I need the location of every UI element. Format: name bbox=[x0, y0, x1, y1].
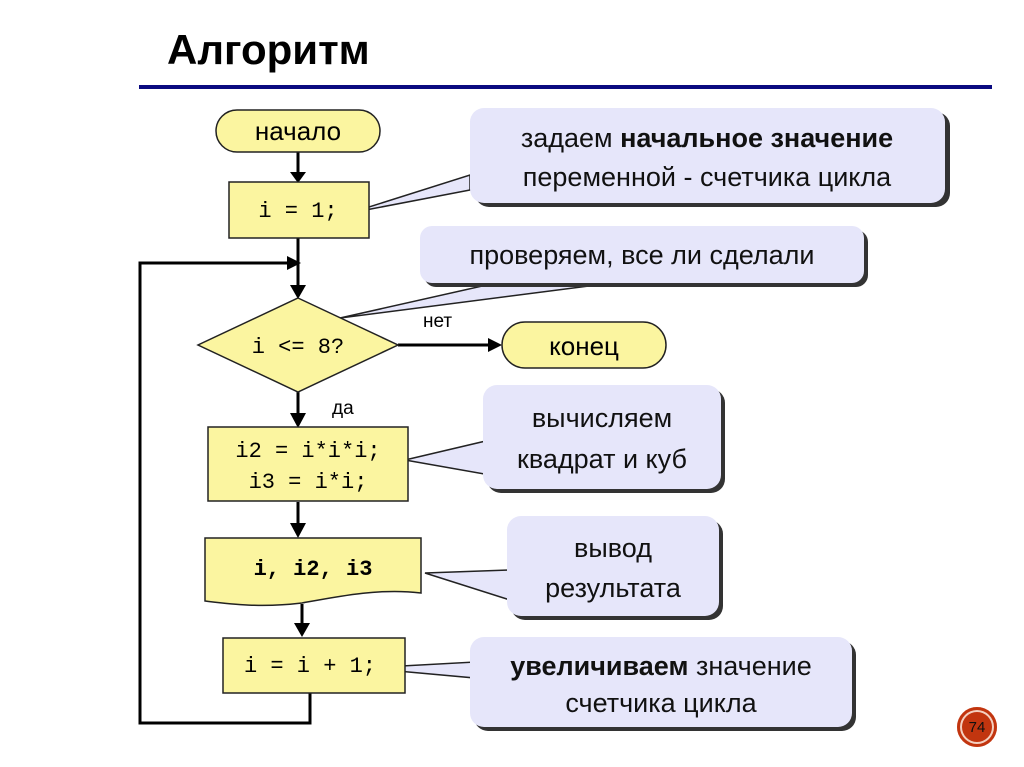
arrowhead-icon bbox=[290, 413, 306, 428]
slide-title: Алгоритм bbox=[167, 26, 370, 73]
svg-text:i, i2, i3: i, i2, i3 bbox=[254, 557, 373, 582]
callout-increment-line1: увеличиваем значение bbox=[510, 651, 812, 681]
callout-output-line2: результата bbox=[545, 573, 682, 603]
node-condition: i <= 8? bbox=[196, 297, 400, 393]
callout-init-line1: задаем начальное значение bbox=[521, 123, 893, 153]
callout-pointer bbox=[339, 281, 621, 319]
callout-init: задаем начальное значение переменной - с… bbox=[349, 108, 950, 214]
node-start: начало bbox=[215, 109, 381, 153]
arrowhead-icon bbox=[290, 172, 306, 183]
svg-text:i <= 8?: i <= 8? bbox=[252, 335, 344, 360]
node-end: конец bbox=[501, 321, 667, 369]
edge-loop-back bbox=[138, 261, 312, 725]
callout-box bbox=[470, 108, 945, 203]
title-divider bbox=[139, 85, 992, 89]
node-compute: i2 = i*i*i; i3 = i*i; bbox=[207, 426, 409, 502]
callout-box bbox=[483, 385, 721, 489]
callout-box bbox=[507, 516, 719, 616]
arrowhead-icon bbox=[294, 623, 310, 637]
node-increment: i = i + 1; bbox=[222, 637, 406, 694]
branch-no-label: нет bbox=[423, 311, 452, 332]
callout-check-text: проверяем, все ли сделали bbox=[469, 240, 814, 270]
callout-compute-line1: вычисляем bbox=[532, 403, 672, 433]
node-init: i = 1; bbox=[228, 181, 370, 239]
callout-output-line1: вывод bbox=[574, 533, 652, 563]
callout-box bbox=[420, 226, 864, 283]
callout-box bbox=[470, 637, 852, 727]
svg-text:i = 1;: i = 1; bbox=[258, 199, 337, 224]
arrowhead-icon bbox=[290, 523, 306, 538]
svg-text:конец: конец bbox=[549, 331, 619, 361]
callout-compute: вычисляем квадрат и куб bbox=[404, 385, 725, 493]
node-output: i, i2, i3 bbox=[204, 537, 422, 607]
callout-increment-line2: счетчика цикла bbox=[565, 688, 757, 718]
arrowhead-icon bbox=[488, 338, 502, 352]
svg-text:i = i + 1;: i = i + 1; bbox=[244, 654, 376, 679]
branch-yes-label: да bbox=[332, 398, 354, 419]
callout-output: вывод результата bbox=[424, 516, 723, 620]
callout-pointer bbox=[424, 569, 511, 602]
svg-text:начало: начало bbox=[255, 116, 341, 146]
svg-text:i3 = i*i;: i3 = i*i; bbox=[249, 470, 368, 495]
callout-increment: увеличиваем значение счетчика цикла bbox=[364, 637, 856, 731]
callout-pointer bbox=[404, 439, 491, 476]
connectors bbox=[138, 150, 502, 725]
arrowhead-icon bbox=[287, 256, 301, 270]
callout-compute-line2: квадрат и куб bbox=[517, 444, 687, 474]
page-number-badge: 74 bbox=[957, 707, 997, 747]
callout-init-line2: переменной - счетчика цикла bbox=[523, 162, 892, 192]
arrowhead-icon bbox=[290, 285, 306, 299]
callout-check: проверяем, все ли сделали bbox=[339, 226, 868, 319]
svg-text:i2 = i*i*i;: i2 = i*i*i; bbox=[235, 439, 380, 464]
